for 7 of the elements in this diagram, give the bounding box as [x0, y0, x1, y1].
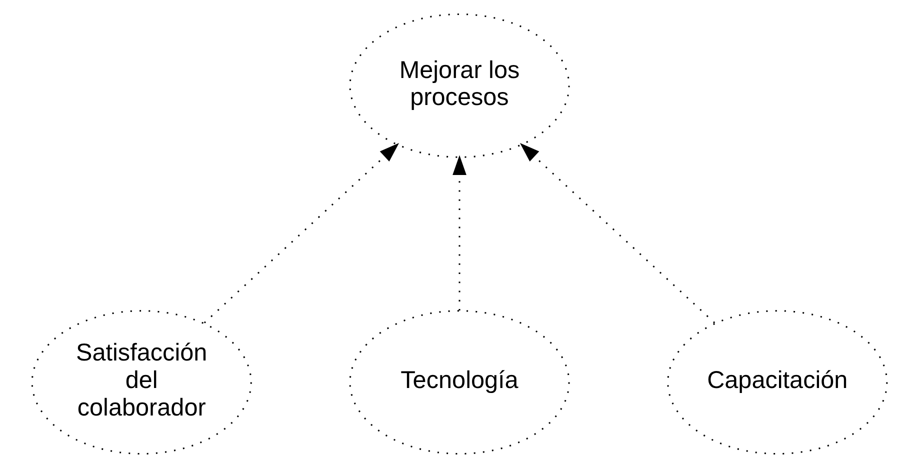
node-ellipse: Tecnología: [349, 310, 570, 455]
node-ellipse: Mejorar los procesos: [349, 13, 570, 158]
arrow: [452, 155, 466, 310]
node-ellipse: Satisfacción del colaborador: [31, 310, 252, 455]
arrow: [520, 143, 716, 324]
arrow: [204, 143, 400, 324]
node-ellipse: Capacitación: [667, 310, 888, 455]
